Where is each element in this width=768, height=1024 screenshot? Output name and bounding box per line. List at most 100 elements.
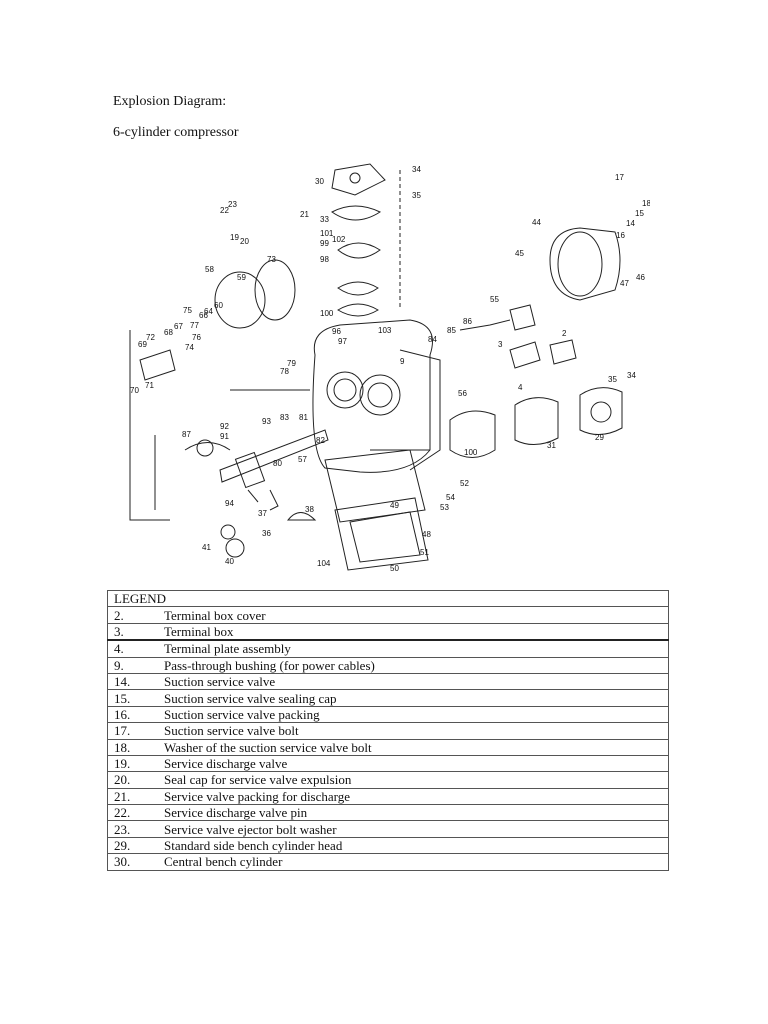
callout-label: 99	[320, 239, 329, 248]
callout-label: 54	[446, 493, 455, 502]
legend-row: 16.Suction service valve packing	[107, 705, 669, 724]
legend-row: 15.Suction service valve sealing cap	[107, 689, 669, 707]
legend-row: 4.Terminal plate assembly	[107, 639, 669, 658]
callout-label: 91	[220, 432, 229, 441]
page-title: Explosion Diagram:	[113, 94, 227, 109]
legend-number: 3.	[107, 622, 158, 642]
callout-label: 84	[428, 335, 437, 344]
callout-label: 78	[280, 367, 289, 376]
legend-number: 19.	[107, 754, 158, 773]
legend-description: Service discharge valve	[158, 754, 669, 773]
callout-label: 40	[225, 557, 234, 566]
legend-row: 17.Suction service valve bolt	[107, 722, 669, 740]
legend-number: 20.	[107, 771, 158, 789]
legend-row: 14.Suction service valve	[107, 672, 669, 691]
legend-row: 18.Washer of the suction service valve b…	[107, 738, 669, 756]
legend-row: 22.Service discharge valve pin	[107, 804, 669, 822]
callout-label: 68	[164, 328, 173, 337]
callout-label: 38	[305, 505, 314, 514]
legend-row: 21.Service valve packing for discharge	[107, 787, 669, 806]
callout-label: 69	[138, 340, 147, 349]
callout-label: 23	[228, 200, 237, 209]
callout-label: 81	[299, 413, 308, 422]
callout-label: 72	[146, 333, 155, 342]
legend-description: Terminal box cover	[158, 606, 669, 624]
legend-description: Suction service valve bolt	[158, 722, 669, 740]
callout-label: 49	[390, 501, 399, 510]
callout-label: 67	[174, 322, 183, 331]
callout-label: 96	[332, 327, 341, 336]
callout-label: 47	[620, 279, 629, 288]
callout-label: 36	[262, 529, 271, 538]
callout-label: 80	[273, 459, 282, 468]
callout-label: 9	[400, 357, 405, 366]
legend-row: 20.Seal cap for service valve expulsion	[107, 771, 669, 789]
legend-description: Standard side bench cylinder head	[158, 836, 669, 855]
callout-label: 87	[182, 430, 191, 439]
legend-description: Service valve packing for discharge	[158, 787, 669, 806]
callout-label: 37	[258, 509, 267, 518]
legend-description: Washer of the suction service valve bolt	[158, 738, 669, 756]
callout-label: 98	[320, 255, 329, 264]
legend-number: 2.	[107, 606, 158, 624]
callout-label: 58	[205, 265, 214, 274]
callout-label: 35	[412, 191, 421, 200]
callout-label: 85	[447, 326, 456, 335]
callout-labels: 34 30 35 17 18 15 14 16 22 23 21 33 101 …	[130, 165, 650, 573]
callout-label: 64	[204, 307, 213, 316]
legend-description: Suction service valve	[158, 672, 669, 691]
callout-label: 21	[300, 210, 309, 219]
callout-label: 103	[378, 326, 392, 335]
callout-label: 102	[332, 235, 346, 244]
callout-label: 76	[192, 333, 201, 342]
callout-label: 94	[225, 499, 234, 508]
callout-label: 15	[635, 209, 644, 218]
legend-row: 9.Pass-through bushing (for power cables…	[107, 656, 669, 674]
callout-label: 57	[298, 455, 307, 464]
callout-label: 73	[267, 255, 276, 264]
callout-label: 101	[320, 229, 334, 238]
legend-description: Service valve ejector bolt washer	[158, 820, 669, 838]
callout-label: 4	[518, 383, 523, 392]
callout-label: 34	[412, 165, 421, 174]
callout-label: 31	[547, 441, 556, 450]
legend-number: 22.	[107, 804, 158, 822]
callout-label: 86	[463, 317, 472, 326]
legend-description: Suction service valve sealing cap	[158, 689, 669, 707]
callout-label: 45	[515, 249, 524, 258]
legend-description: Seal cap for service valve expulsion	[158, 771, 669, 789]
callout-label: 30	[315, 177, 324, 186]
legend-row: 19.Service discharge valve	[107, 754, 669, 773]
callout-label: 18	[642, 199, 650, 208]
callout-label: 100	[464, 448, 478, 457]
callout-label: 100	[320, 309, 334, 318]
legend-table: LEGEND 2.Terminal box cover 3. Terminal …	[107, 589, 669, 871]
callout-label: 70	[130, 386, 139, 395]
legend-description: Service discharge valve pin	[158, 804, 669, 822]
legend-row: 3. Terminal box	[107, 622, 669, 642]
legend-title: LEGEND	[107, 589, 669, 608]
callout-label: 52	[460, 479, 469, 488]
callout-label: 56	[458, 389, 467, 398]
callout-label: 35	[608, 375, 617, 384]
callout-label: 16	[616, 231, 625, 240]
legend-row: 23.Service valve ejector bolt washer	[107, 820, 669, 838]
legend-number: 29.	[107, 836, 158, 855]
callout-label: 41	[202, 543, 211, 552]
callout-label: 3	[498, 340, 503, 349]
callout-label: 34	[627, 371, 636, 380]
legend-description: Pass-through bushing (for power cables)	[158, 656, 669, 674]
callout-label: 22	[220, 206, 229, 215]
page-subtitle: 6-cylinder compressor	[113, 125, 239, 140]
callout-label: 60	[214, 301, 223, 310]
legend-number: 14.	[107, 672, 158, 691]
callout-label: 93	[262, 417, 271, 426]
callout-label: 75	[183, 306, 192, 315]
legend-number: 4.	[107, 639, 158, 658]
callout-label: 48	[422, 530, 431, 539]
legend-description: Suction service valve packing	[158, 705, 669, 724]
callout-label: 71	[145, 381, 154, 390]
legend-number: 23.	[107, 820, 158, 838]
callout-label: 44	[532, 218, 541, 227]
callout-label: 97	[338, 337, 347, 346]
